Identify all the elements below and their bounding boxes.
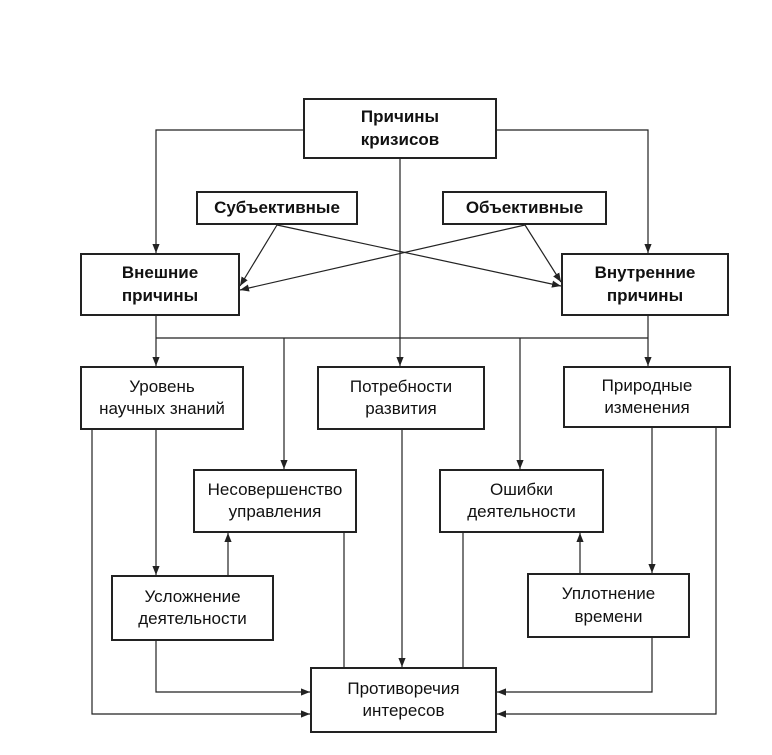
scientific-knowledge-node: Уровень научных знаний xyxy=(80,366,244,430)
arrow-root-to-external xyxy=(152,129,303,253)
arrow-objective-to-internal xyxy=(524,224,562,283)
arrow-root-to-internal xyxy=(497,129,652,253)
activity-errors-node: Ошибки деятельности xyxy=(439,469,604,533)
arrow-natural-to-contradictions xyxy=(497,428,717,718)
interest-contradictions-node: Противоречия интересов xyxy=(310,667,497,733)
activity-complication-node: Усложнение деятельности xyxy=(111,575,274,641)
arrow-objective-to-external xyxy=(239,224,526,292)
arrow-knowledge-to-contradictions xyxy=(91,430,310,718)
time-compression-node: Уплотнение времени xyxy=(527,573,690,638)
arrow-time-to-contradictions xyxy=(497,638,653,696)
arrow-complication-to-contradictions xyxy=(155,641,310,696)
natural-changes-node: Природные изменения xyxy=(563,366,731,428)
crisis-causes-node: Причины кризисов xyxy=(303,98,497,159)
objective-node: Объективные xyxy=(442,191,607,225)
internal-causes-node: Внутренние причины xyxy=(561,253,729,316)
external-causes-node: Внешние причины xyxy=(80,253,240,316)
arrow-subjective-to-internal xyxy=(276,224,562,288)
management-imperfection-node: Несовершенство управления xyxy=(193,469,357,533)
development-needs-node: Потребности развития xyxy=(317,366,485,430)
subjective-node: Субъективные xyxy=(196,191,358,225)
arrow-subjective-to-external xyxy=(239,224,278,287)
